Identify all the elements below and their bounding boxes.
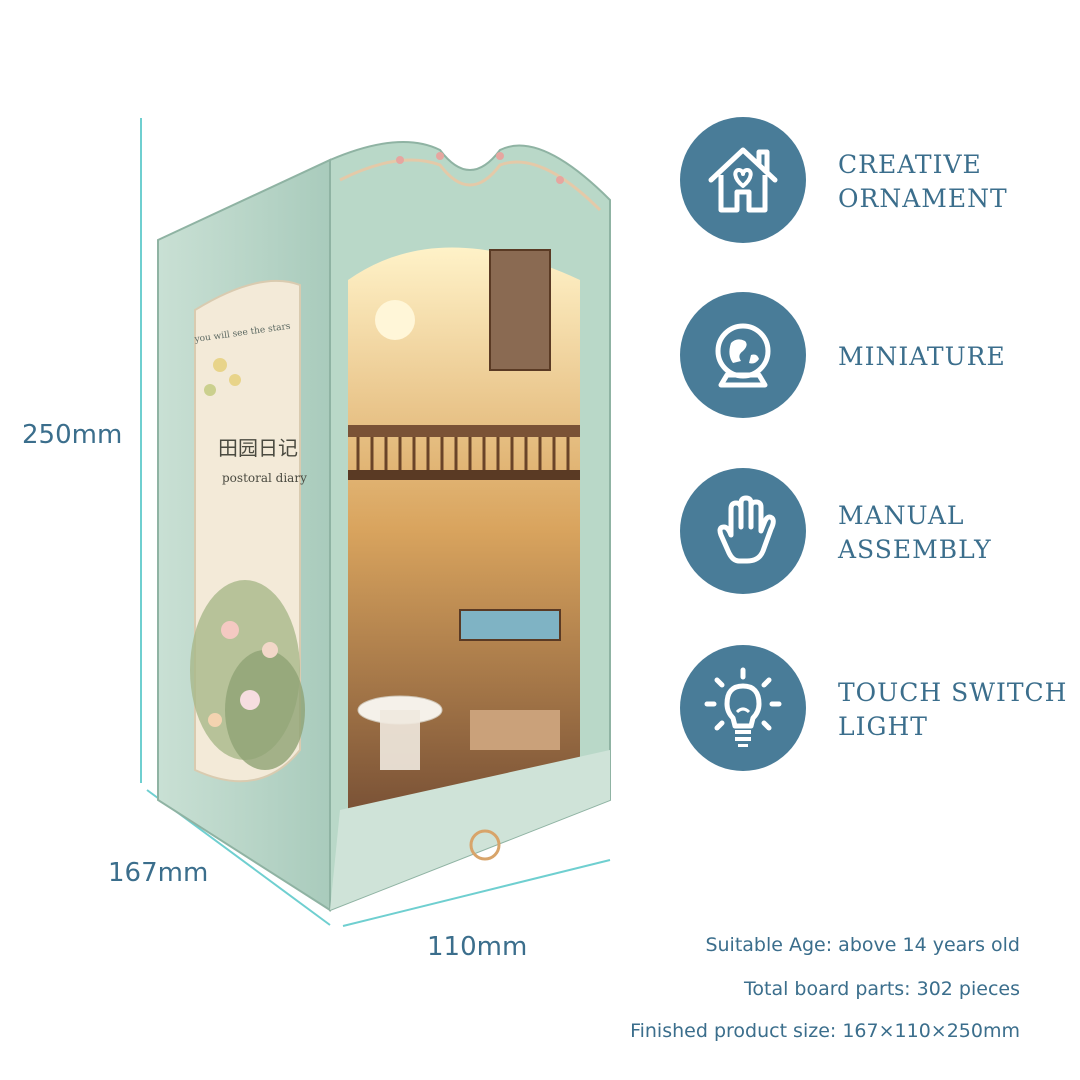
spec-product-size: Finished product size: 167×110×250mm [630, 1020, 1020, 1042]
feature-label-line: MANUAL [838, 501, 965, 530]
feature-touch-switch-light: TOUCH SWITCH LIGHT [680, 645, 1080, 775]
feature-label-line: CREATIVE [838, 150, 982, 179]
feature-label: MANUAL ASSEMBLY [838, 499, 992, 567]
depth-dimension-label: 167mm [108, 858, 209, 888]
interior-scene [348, 247, 580, 810]
feature-label: MINIATURE [838, 340, 1006, 374]
feature-creative-ornament: CREATIVE ORNAMENT [680, 117, 1080, 247]
feature-label-line: MINIATURE [838, 342, 1006, 371]
feature-label: CREATIVE ORNAMENT [838, 148, 1008, 216]
feature-label: TOUCH SWITCH LIGHT [838, 676, 1067, 744]
feature-label-line: ASSEMBLY [838, 535, 992, 564]
feature-miniature: MINIATURE [680, 292, 1080, 422]
globe-icon [680, 292, 806, 418]
feature-label-line: LIGHT [838, 712, 928, 741]
spec-suitable-age: Suitable Age: above 14 years old [705, 934, 1020, 956]
light-bulb-icon [680, 645, 806, 771]
feature-label-line: TOUCH SWITCH [838, 678, 1068, 707]
house-heart-icon [680, 117, 806, 243]
cover-title-cn: 田园日记 [218, 436, 298, 460]
height-dimension-label: 250mm [22, 420, 123, 450]
spec-board-parts: Total board parts: 302 pieces [744, 978, 1020, 1000]
feature-manual-assembly: MANUAL ASSEMBLY [680, 468, 1080, 598]
width-dimension-label: 110mm [427, 932, 528, 962]
book-nook-product-image: you will see the stars 田园日记 postoral dia… [157, 141, 611, 912]
hand-icon [680, 468, 806, 594]
feature-label-line: ORNAMENT [838, 184, 1008, 213]
cover-title-en: postoral diary [222, 471, 307, 485]
